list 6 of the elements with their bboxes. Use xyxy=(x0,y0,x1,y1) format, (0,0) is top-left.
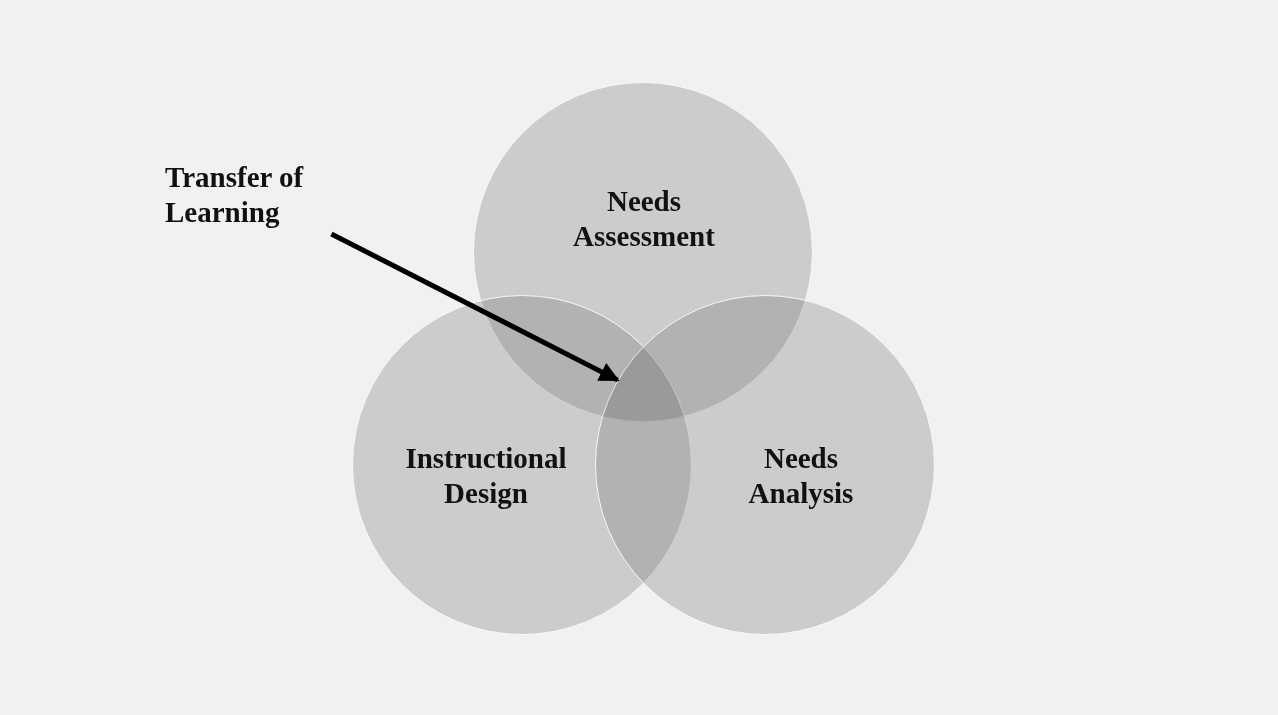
circle-label: Needs Assessment xyxy=(572,184,716,254)
circle-label: Instructional Design xyxy=(404,441,568,511)
leader-arrow xyxy=(330,231,620,383)
center-overlap-region xyxy=(601,346,685,422)
callout-text: Transfer of Learning xyxy=(165,160,345,230)
circle-label: Needs Analysis xyxy=(747,441,855,511)
